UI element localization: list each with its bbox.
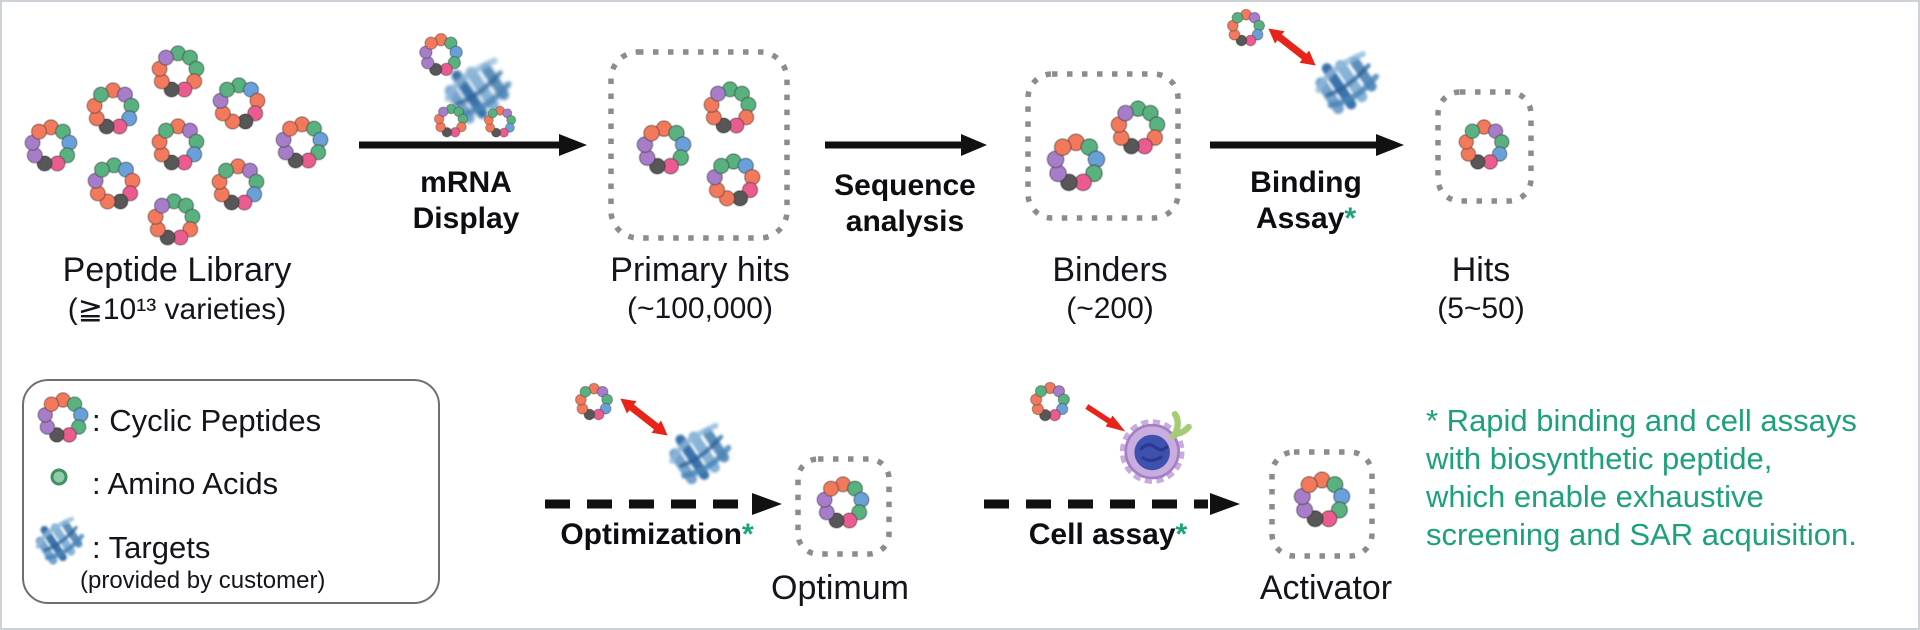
cyclic-peptide-icon <box>23 118 79 174</box>
binders-sublabel: (~200) <box>1066 292 1154 325</box>
hits-sublabel: (5~50) <box>1437 292 1525 325</box>
cyclic-peptide-icon <box>150 44 206 100</box>
legend-amino-acids-label: : Amino Acids <box>92 466 279 501</box>
cyclic-peptide-icon <box>211 76 267 132</box>
cyclic-peptide-icon <box>274 115 330 171</box>
activator-box <box>1269 449 1375 559</box>
primary-hits-box <box>608 49 790 241</box>
cyclic-peptide-icon <box>1045 132 1107 194</box>
cyclic-peptide-icon <box>1109 99 1167 157</box>
cyclic-peptide-icon <box>815 475 871 531</box>
cyclic-peptide-icon <box>418 32 464 78</box>
optimization-figure <box>572 377 747 499</box>
target-icon <box>30 509 94 573</box>
cyclic-peptide-icon <box>85 81 141 137</box>
primary-hits-sublabel: (~100,000) <box>627 292 773 325</box>
cell-assay-figure <box>1027 378 1197 496</box>
mrna-display-arrow <box>359 134 587 156</box>
sequence-analysis-arrow <box>825 134 987 156</box>
cyclic-peptide-icon <box>86 156 142 212</box>
cell-icon <box>1113 406 1195 488</box>
binding-assay-figure <box>1220 5 1395 125</box>
cyclic-peptide-icon <box>36 391 90 445</box>
mrna-display-step-label: mRNA Display <box>412 166 520 235</box>
legend: : Cyclic Peptides : Amino Acids : Target… <box>22 379 440 604</box>
cyclic-peptide-icon <box>1292 470 1352 530</box>
binders-label: Binders <box>1052 251 1168 289</box>
cyclic-peptide-icon <box>150 117 206 173</box>
binding-assay-step-label: Binding Assay* <box>1250 166 1362 235</box>
hits-label: Hits <box>1451 251 1511 289</box>
primary-hits-label: Primary hits <box>610 251 790 289</box>
cyclic-peptide-icon <box>1457 118 1511 172</box>
cyclic-peptide-icon <box>705 152 762 209</box>
legend-targets-label: : Targets <box>92 530 211 565</box>
activator-label: Activator <box>1259 569 1393 607</box>
legend-cyclic-peptides-label: : Cyclic Peptides <box>92 403 322 438</box>
peptide-library-figure <box>17 37 337 252</box>
optimization-step-label: Optimization* <box>560 518 754 551</box>
cyclic-peptide-icon <box>146 192 202 248</box>
optimization-arrow <box>545 493 782 515</box>
mrna-display-figure <box>417 27 532 142</box>
cyclic-peptide-icon <box>574 382 614 422</box>
binding-assay-arrow <box>1210 134 1404 156</box>
legend-targets-sublabel: (provided by customer) <box>80 567 326 594</box>
optimum-box <box>795 456 892 557</box>
cell-assay-arrow <box>984 493 1240 515</box>
target-icon <box>1308 41 1392 125</box>
cyclic-peptide-icon <box>702 80 758 136</box>
amino-acid-icon <box>50 468 68 486</box>
peptide-library-label: Peptide Library <box>62 251 292 289</box>
target-icon <box>662 413 744 495</box>
peptide-library-sublabel: (≧10¹³ varieties) <box>67 293 287 326</box>
cell-assay-step-label: Cell assay* <box>1028 518 1188 551</box>
assay-footnote: * Rapid binding and cell assays with bio… <box>1426 403 1857 552</box>
sequence-analysis-step-label: Sequence analysis <box>834 169 976 238</box>
optimum-label: Optimum <box>771 569 909 607</box>
cyclic-peptide-icon <box>635 119 693 177</box>
cyclic-peptide-icon <box>210 157 266 213</box>
cyclic-peptide-icon <box>1029 381 1071 423</box>
